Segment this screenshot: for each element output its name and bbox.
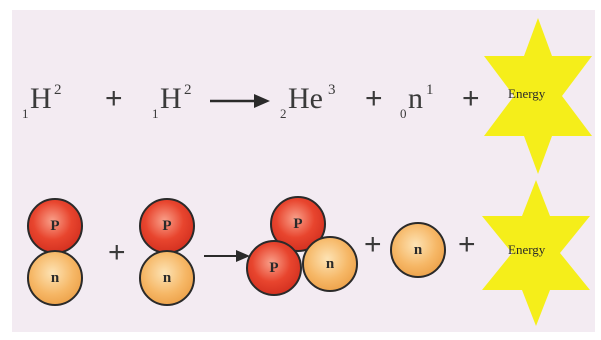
product2-atomic-number: 0: [400, 106, 407, 121]
plus-sign-3: +: [462, 82, 480, 115]
reactant1-atomic-number: 1: [22, 106, 29, 121]
neutron-ball: n: [139, 250, 195, 306]
proton-ball: P: [246, 240, 302, 296]
plus-sign-1: +: [105, 82, 123, 115]
energy-star-icon: [484, 18, 592, 174]
plus-sign-4: +: [108, 236, 126, 269]
product2-symbol: n: [408, 82, 423, 115]
product1-atomic-number: 2: [280, 106, 287, 121]
product1-symbol: He: [288, 82, 323, 115]
plus-sign-6: +: [458, 228, 476, 261]
plus-sign-5: +: [364, 228, 382, 261]
proton-ball: P: [27, 198, 83, 254]
neutron-ball: n: [390, 222, 446, 278]
reactant1-mass-number: 2: [54, 82, 62, 98]
product2-mass-number: 1: [426, 82, 434, 98]
energy-star-icon: [482, 180, 590, 326]
proton-ball: P: [139, 198, 195, 254]
reactant2-atomic-number: 1: [152, 106, 159, 121]
energy-label-bottom: Energy: [508, 242, 546, 257]
reactant2-mass-number: 2: [184, 82, 192, 98]
neutron-ball: n: [302, 236, 358, 292]
neutron-ball: n: [27, 250, 83, 306]
proton-ball: P: [270, 196, 326, 252]
reaction-arrow-icon: [210, 94, 270, 108]
reactant2-symbol: H: [160, 82, 182, 115]
plus-sign-2: +: [365, 82, 383, 115]
energy-label-top: Energy: [508, 86, 546, 101]
product1-mass-number: 3: [328, 82, 336, 98]
reaction-arrow-icon: [204, 250, 250, 262]
diagram-canvas: 1 H 2 + 1 H 2 2 He 3 + 0 n 1 + Energy P …: [12, 10, 595, 332]
reactant1-symbol: H: [30, 82, 52, 115]
